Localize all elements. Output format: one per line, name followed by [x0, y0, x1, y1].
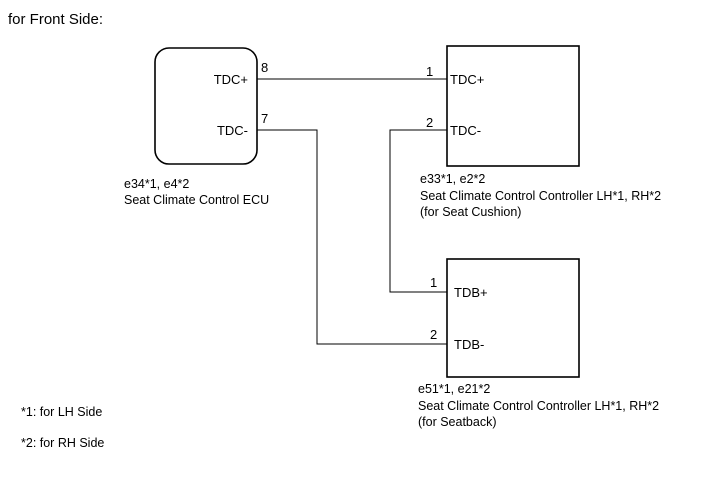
- seatback-pin-number-1: 1: [430, 275, 437, 290]
- seatback-connector-code: e51*1, e21*2: [418, 382, 490, 396]
- seatback-controller-component: TDB+ TDB- 1 2 e51*1, e21*2 Seat Climate …: [418, 258, 659, 429]
- cushion-pin-label-tdc-minus: TDC-: [450, 123, 481, 138]
- seatback-controller-note: (for Seatback): [418, 415, 497, 429]
- cushion-controller-box: [446, 45, 580, 167]
- seatback-controller-box: [446, 258, 580, 378]
- ecu-pin-number-7: 7: [261, 111, 268, 126]
- seatback-pin-label-tdb-plus: TDB+: [454, 285, 488, 300]
- cushion-controller-note: (for Seat Cushion): [420, 205, 521, 219]
- cushion-controller-component: TDC+ TDC- 1 2 e33*1, e2*2 Seat Climate C…: [420, 45, 661, 219]
- ecu-connector-code: e34*1, e4*2: [124, 177, 189, 191]
- ecu-box: [154, 47, 258, 165]
- cushion-pin-number-1: 1: [426, 64, 433, 79]
- ecu-pin-label-tdc-plus: TDC+: [214, 72, 248, 87]
- ecu-component: TDC+ TDC- 8 7 e34*1, e4*2 Seat Climate C…: [124, 47, 269, 207]
- ecu-pin-number-8: 8: [261, 60, 268, 75]
- diagram-heading: for Front Side:: [8, 11, 103, 28]
- ecu-name: Seat Climate Control ECU: [124, 193, 269, 207]
- seatback-pin-number-2: 2: [430, 327, 437, 342]
- footnote-rh: *2: for RH Side: [21, 436, 104, 450]
- seatback-pin-label-tdb-minus: TDB-: [454, 337, 484, 352]
- cushion-pin-label-tdc-plus: TDC+: [450, 72, 484, 87]
- wire-cushion-pin2-to-seatback-pin1: [389, 129, 447, 293]
- footnote-lh: *1: for LH Side: [21, 405, 102, 419]
- footnotes: *1: for LH Side *2: for RH Side: [21, 405, 104, 450]
- cushion-controller-name: Seat Climate Control Controller LH*1, RH…: [420, 189, 661, 203]
- seatback-controller-name: Seat Climate Control Controller LH*1, RH…: [418, 399, 659, 413]
- cushion-connector-code: e33*1, e2*2: [420, 172, 485, 186]
- wires: [257, 78, 447, 345]
- cushion-pin-number-2: 2: [426, 115, 433, 130]
- wire-ecu-pin7-to-seatback-pin2: [257, 129, 447, 345]
- ecu-pin-label-tdc-minus: TDC-: [217, 123, 248, 138]
